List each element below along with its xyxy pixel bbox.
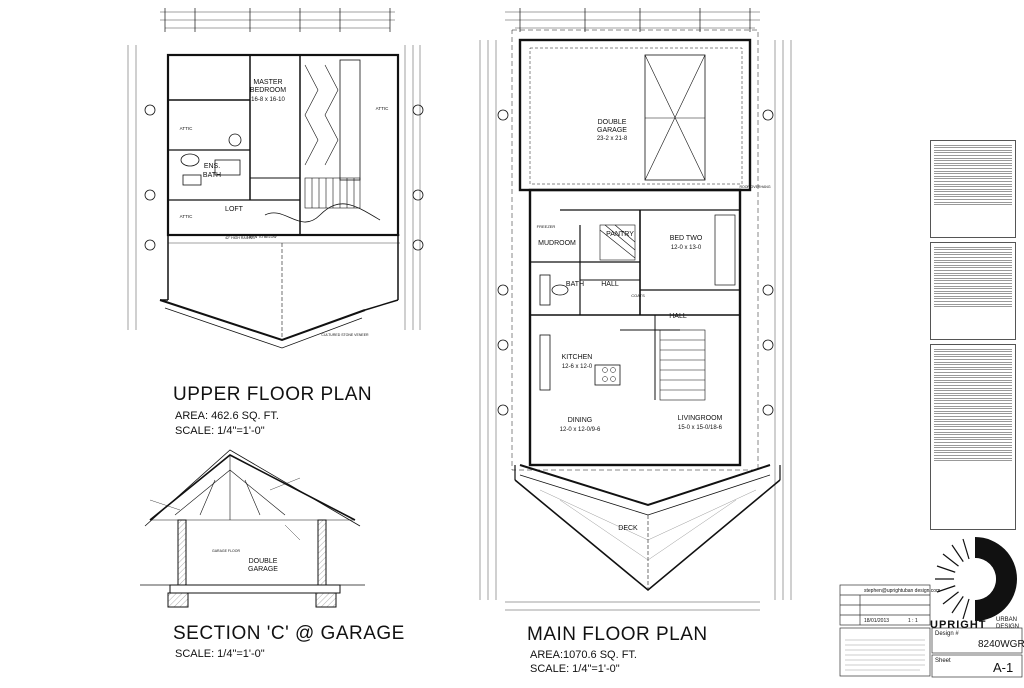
design-number-value: 8240WGR: [978, 639, 1024, 650]
main-coats-label: COATS: [631, 293, 645, 298]
sheet-label: Sheet: [935, 658, 951, 664]
title-block-sheet-count: 1 : 1: [908, 618, 918, 624]
main-kitchen-dim: 12-6 x 12-0: [562, 364, 593, 370]
general-notes-column: [930, 140, 1016, 600]
main-garage-dim: 23-2 x 21-8: [597, 136, 628, 142]
upper-floor-plan-area: AREA: 462.6 SQ. FT.: [175, 410, 279, 422]
title-block-email: stephen@uprightuban design.com: [864, 588, 941, 594]
main-room-labels: DOUBLE GARAGE 23-2 x 21-8 PANTRY MUDROOM…: [537, 119, 771, 532]
upper-stone-note: CULTURED STONE VENEER: [321, 333, 369, 337]
main-hall-label-1: HALL: [601, 281, 619, 288]
main-living-label: LIVINGROOM: [678, 415, 723, 422]
upper-floor-plan-scale: SCALE: 1/4"=1'-0": [175, 425, 265, 437]
main-dining-dim: 12-0 x 12-0/9-6: [560, 427, 601, 433]
main-floor-plan-scale: SCALE: 1/4"=1'-0": [530, 663, 620, 675]
section-c-scale: SCALE: 1/4"=1'-0": [175, 648, 265, 660]
upper-open-note: OPEN TO BELOW: [247, 235, 277, 239]
upper-master-dim: 16-8 x 16-10: [251, 97, 285, 103]
main-kitchen-label: KITCHEN: [562, 354, 593, 361]
upright-logo-mark: [935, 537, 1017, 621]
section-c-title: SECTION 'C' @ GARAGE: [173, 623, 405, 644]
upper-attic-1: ATTIC: [180, 126, 193, 131]
title-block-text-lines: [845, 639, 925, 671]
upper-master-label: MASTER: [253, 79, 282, 86]
main-garage-label-1: DOUBLE: [598, 119, 627, 126]
main-bed-two-dim: 12-0 x 13-0: [671, 245, 702, 251]
upper-attic-2: ATTIC: [180, 214, 193, 219]
upper-room-labels: MASTER BEDROOM 16-8 x 16-10 ENS. BATH LO…: [180, 79, 389, 337]
section-floor-label: GARAGE FLOOR: [212, 549, 240, 553]
main-bed-two-label: BED TWO: [670, 235, 703, 242]
main-freezer-label: FREEZER: [537, 224, 556, 229]
notes-block-3: [930, 344, 1016, 530]
section-double-label: DOUBLE: [249, 558, 278, 565]
notes-block-2: [930, 242, 1016, 340]
main-pantry-label: PANTRY: [606, 231, 634, 238]
main-deck-label: DECK: [618, 525, 638, 532]
upper-ens-label: ENS.: [204, 163, 220, 170]
sheet-number-value: A-1: [993, 660, 1014, 675]
main-dining-label: DINING: [568, 417, 593, 424]
section-c-drawing: [140, 449, 365, 608]
section-garage-label: GARAGE: [248, 566, 278, 573]
main-floor-plan-title: MAIN FLOOR PLAN: [527, 624, 708, 645]
notes-block-1: [930, 140, 1016, 238]
upper-master-label-2: BEDROOM: [250, 87, 286, 94]
main-hall-label-2: HALL: [669, 313, 687, 320]
main-living-dim: 15-0 x 15-0/18-6: [678, 425, 723, 431]
main-bath-label: BATH: [566, 281, 584, 288]
main-roof-overhang: ROOF OVERHANG: [739, 185, 770, 189]
logo-design-text: DESIGN: [996, 624, 1020, 630]
design-number-label: Design #: [935, 631, 959, 637]
title-block-lines: [839, 584, 1023, 678]
logo-upright-text: UPRIGHT: [930, 619, 987, 631]
main-mudroom-label: MUDROOM: [538, 240, 576, 247]
main-floor-plan-area: AREA:1070.6 SQ. FT.: [530, 649, 637, 661]
upper-attic-3: ATTIC: [376, 106, 389, 111]
main-garage-label-2: GARAGE: [597, 127, 627, 134]
upper-floor-plan-title: UPPER FLOOR PLAN: [173, 384, 373, 405]
upper-loft-label: LOFT: [225, 206, 244, 213]
upper-bath-label: BATH: [203, 172, 221, 179]
main-floor-plan: [479, 8, 792, 611]
upper-railing-note: 42" HIGH RAILING: [225, 236, 255, 240]
section-labels: DOUBLE GARAGE GARAGE FLOOR: [212, 549, 278, 573]
logo-urban-text: URBAN: [996, 617, 1018, 623]
title-block-date: 18/01/2013: [864, 618, 890, 624]
upper-floor-plan: [127, 8, 424, 349]
